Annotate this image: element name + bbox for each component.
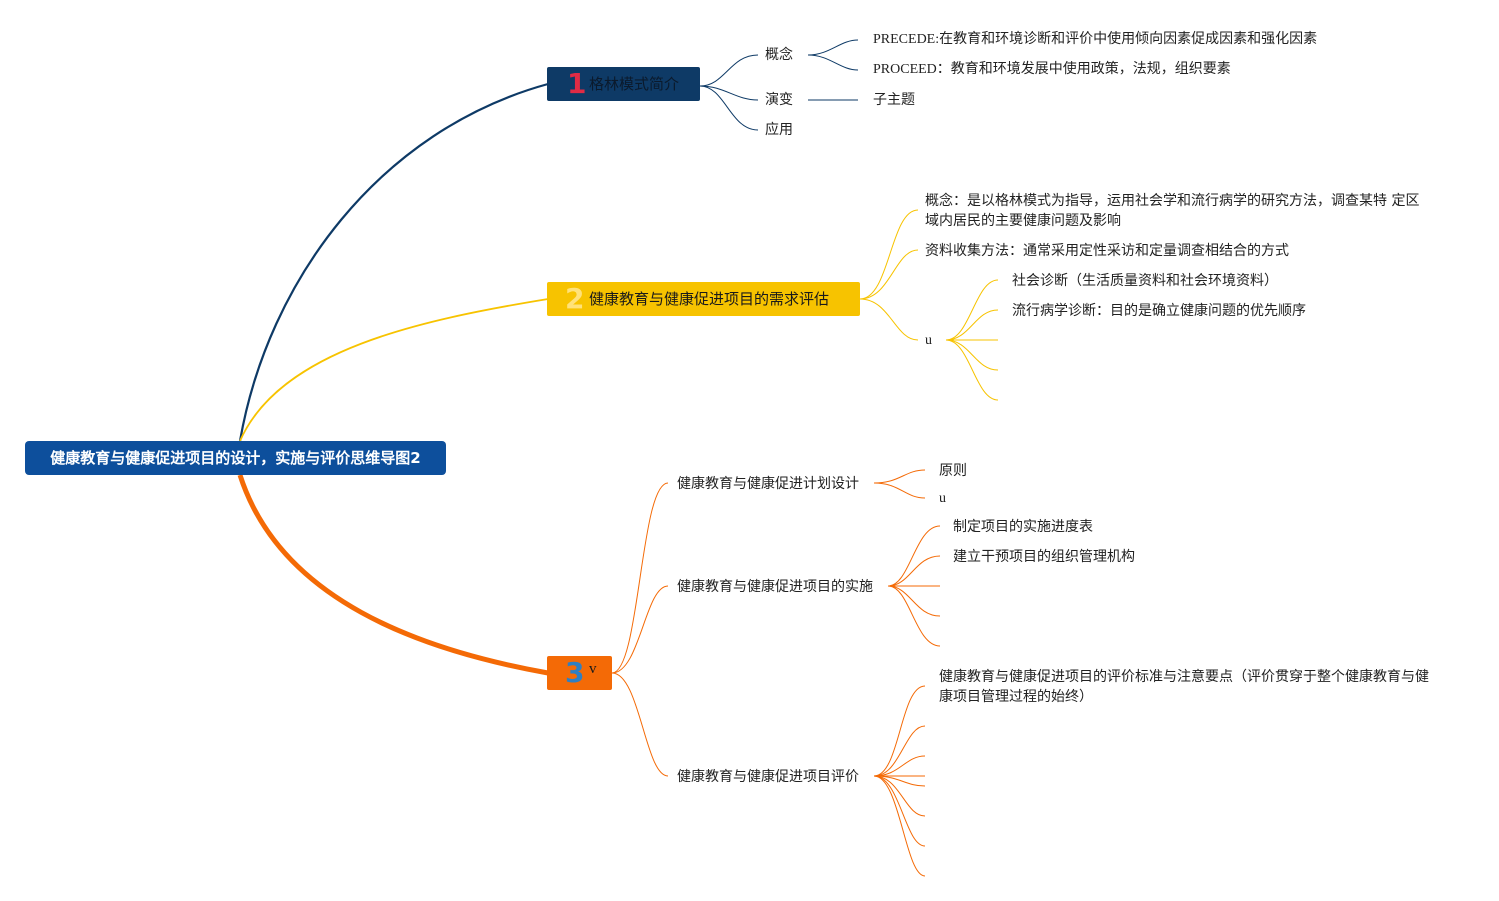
b3-plan-u[interactable]: u xyxy=(939,491,946,506)
connector-b1-concept xyxy=(699,54,759,87)
connector-impl-empty2 xyxy=(887,585,941,617)
b3-eval-standard[interactable]: 健康教育与健康促进项目的评价标准与注意要点（评价贯穿于整个健康教育与健康项目管理… xyxy=(939,669,1429,705)
connector-concept-precede xyxy=(807,39,859,56)
connector-eval-empty1 xyxy=(873,725,926,777)
connector-impl-organization xyxy=(887,555,941,587)
connector-b3-implementation xyxy=(611,585,669,674)
connector-u-epi xyxy=(945,309,999,341)
connector-impl-schedule xyxy=(887,525,941,587)
b3-plan-principle[interactable]: 原则 xyxy=(939,463,967,479)
b1-precede[interactable]: PRECEDE:在教育和环境诊断和评价中使用倾向因素促成因素和强化因素 xyxy=(873,32,1318,47)
b1-application[interactable]: 应用 xyxy=(765,122,793,138)
connector-b2-concept xyxy=(859,209,919,300)
connector-root-branch1 xyxy=(238,82,549,442)
b3-evaluation[interactable]: 健康教育与健康促进项目评价 xyxy=(677,769,859,785)
connector-eval-empty7 xyxy=(873,775,926,877)
branch-1-label: 格林模式简介 xyxy=(589,75,680,93)
connector-b1-application xyxy=(699,85,759,131)
b2-data-collection[interactable]: 资料收集方法：通常采用定性采访和定量调查相结合的方式 xyxy=(925,243,1289,259)
branch-3-node[interactable]: 3 v xyxy=(547,656,612,690)
connector-u-empty3 xyxy=(945,339,999,401)
connector-u-empty2 xyxy=(945,339,999,371)
b1-evolution-sub[interactable]: 子主题 xyxy=(873,92,915,108)
connector-plan-principle xyxy=(873,469,926,484)
connector-b3-evaluation xyxy=(611,672,669,777)
b2-u[interactable]: u xyxy=(925,333,932,348)
connector-eval-empty6 xyxy=(873,775,926,847)
b3-plan[interactable]: 健康教育与健康促进计划设计 xyxy=(677,476,859,492)
connector-b2-u xyxy=(859,298,919,341)
connector-b1-evolution xyxy=(699,85,759,101)
b2-social-diagnosis[interactable]: 社会诊断（生活质量资料和社会环境资料） xyxy=(1012,273,1278,289)
b2-epi-diagnosis[interactable]: 流行病学诊断：目的是确立健康问题的优先顺序 xyxy=(1012,303,1306,319)
branch-2-number: 2 xyxy=(565,282,585,315)
b1-concept[interactable]: 概念 xyxy=(765,47,793,63)
root-node[interactable]: 健康教育与健康促进项目的设计，实施与评价思维导图2 xyxy=(25,441,446,475)
b1-evolution[interactable]: 演变 xyxy=(765,92,793,108)
b2-concept[interactable]: 概念：是以格林模式为指导，运用社会学和流行病学的研究方法，调查某特 定区域内居民… xyxy=(925,193,1420,229)
branch-1-number: 1 xyxy=(567,67,587,100)
connector-impl-empty3 xyxy=(887,585,941,647)
connector-b2-data xyxy=(859,249,919,300)
branch-2-node[interactable]: 2 健康教育与健康促进项目的需求评估 xyxy=(547,282,860,316)
branch-3-number: 3 xyxy=(565,656,585,689)
branch-1-node[interactable]: 1 格林模式简介 xyxy=(547,67,700,101)
connector-root-branch2 xyxy=(239,298,549,442)
branch-3-label: v xyxy=(589,661,597,677)
connector-plan-u xyxy=(873,482,926,499)
connector-u-social xyxy=(945,279,999,341)
connector-eval-empty2 xyxy=(873,755,926,777)
connector-eval-standard xyxy=(873,685,926,777)
connector-eval-empty5 xyxy=(873,775,926,817)
b3-impl-organization[interactable]: 建立干预项目的组织管理机构 xyxy=(953,549,1135,565)
connector-concept-proceed xyxy=(807,54,859,71)
b3-implementation[interactable]: 健康教育与健康促进项目的实施 xyxy=(677,579,873,595)
b3-impl-schedule[interactable]: 制定项目的实施进度表 xyxy=(953,519,1093,535)
connector-root-branch3 xyxy=(237,474,549,676)
branch-2-label: 健康教育与健康促进项目的需求评估 xyxy=(589,290,830,308)
connector-b3-plan xyxy=(611,482,669,674)
b1-proceed[interactable]: PROCEED：教育和环境发展中使用政策，法规，组织要素 xyxy=(873,62,1231,77)
